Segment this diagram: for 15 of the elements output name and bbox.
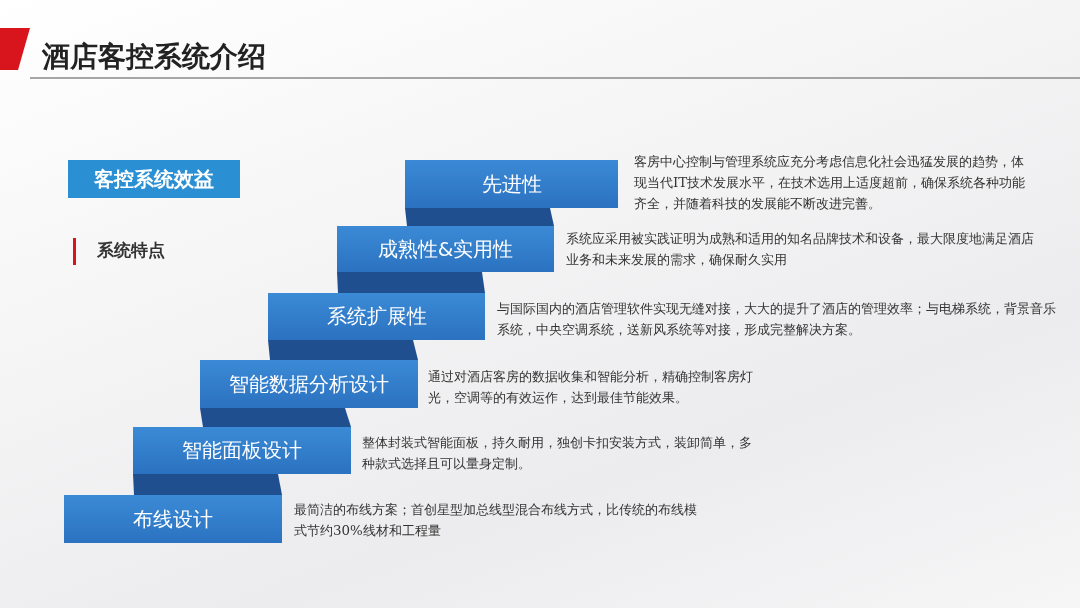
step-box: 智能面板设计: [133, 427, 351, 474]
step-description: 客房中心控制与管理系统应充分考虑信息化社会迅猛发展的趋势，体现当代IT技术发展水平，在技术选用上适度超前，确保系统各种功能齐全，并随着科技的发展能不断改进完善。: [634, 153, 1027, 213]
step-description: 通过对酒店客房的数据收集和智能分析，精确控制客房灯光，空调等的有效运作，达到最佳节能效果。: [428, 368, 754, 407]
step-description: 整体封装式智能面板，持久耐用，独创卡扣安装方式，装卸简单，多种款式选择且可以量身定制。: [362, 434, 753, 473]
step-box: 布线设计: [64, 495, 282, 543]
section-heading: 系统特点: [97, 239, 165, 262]
step-box: 先进性: [405, 160, 618, 208]
step-box: 系统扩展性: [268, 293, 485, 340]
step-description: 最简洁的布线方案；首创星型加总线型混合布线方式，比传统的布线模式节约30%线材和工程量: [294, 501, 698, 540]
slide-title: 酒店客控系统介绍: [42, 39, 266, 75]
step-description: 与国际国内的酒店管理软件实现无缝对接，大大的提升了酒店的管理效率；与电梯系统，背景音乐系统，中央空调系统，送新风系统等对接，形成完整解决方案。: [497, 300, 1057, 339]
step-box: 成熟性&实用性: [337, 226, 554, 272]
step-box: 智能数据分析设计: [200, 360, 418, 408]
step-description: 系统应采用被实践证明为成熟和适用的知名品牌技术和设备，最大限度地满足酒店业务和未来发展的需求，确保耐久实用: [566, 230, 1035, 269]
heading-banner: 客控系统效益: [68, 160, 240, 198]
